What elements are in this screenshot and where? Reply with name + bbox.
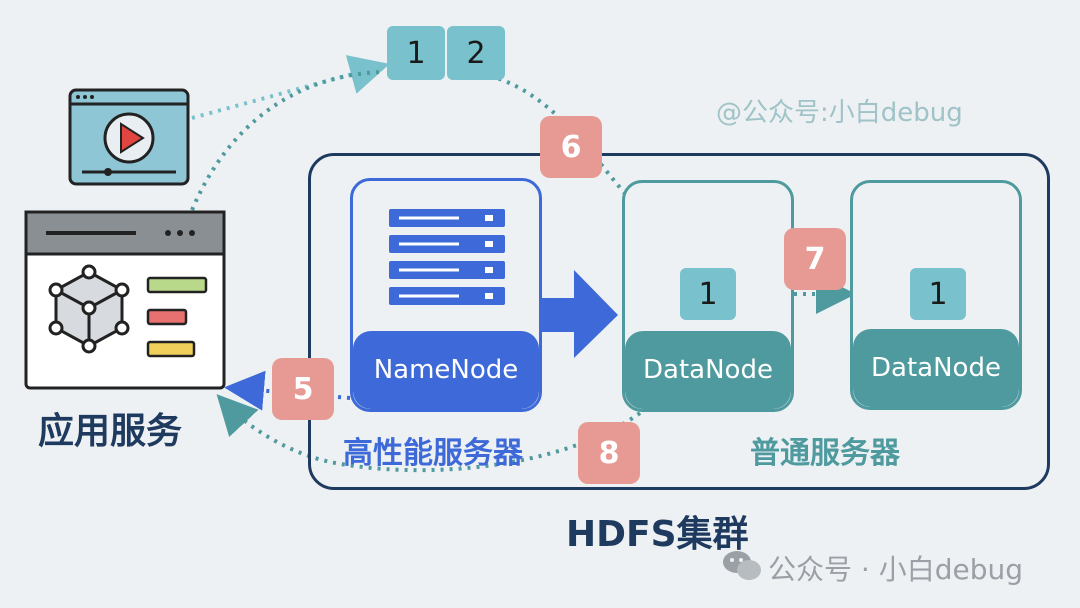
arrow-app-upload — [190, 70, 383, 211]
video-icon — [68, 88, 190, 186]
arrow-video-to-blocks — [191, 55, 390, 120]
hdfs-cluster — [308, 153, 1050, 490]
namenode-label: NameNode — [353, 331, 539, 409]
server-rack-icon — [389, 209, 505, 305]
step-badge-6: 6 — [540, 116, 602, 178]
high-perf-server-label: 高性能服务器 — [343, 436, 523, 471]
normal-server-label: 普通服务器 — [750, 436, 900, 471]
namenode-to-datanode-arrow — [528, 270, 618, 358]
datanode-1-block: 1 — [680, 268, 736, 320]
namenode-server: NameNode — [350, 178, 542, 412]
watermark-bottom: 公众号 · 小白debug — [768, 553, 1023, 586]
datanode-2-label: DataNode — [853, 329, 1019, 407]
step-badge-5: 5 — [272, 358, 334, 420]
watermark-top: @公众号:小白debug — [716, 98, 963, 128]
block-top-2: 2 — [447, 26, 505, 80]
cluster-label: HDFS集群 — [566, 514, 749, 555]
step-badge-7: 7 — [784, 228, 846, 290]
arrow-step6 — [489, 74, 690, 267]
arrow-step8 — [216, 394, 642, 473]
datanode-1-label: DataNode — [625, 331, 791, 409]
app-service-label: 应用服务 — [38, 411, 183, 452]
block-top-1: 1 — [387, 26, 445, 80]
datanode-2-block: 1 — [910, 268, 966, 320]
wechat-icon — [722, 548, 762, 586]
app-service-icon — [24, 210, 226, 390]
step-badge-8: 8 — [578, 422, 640, 484]
